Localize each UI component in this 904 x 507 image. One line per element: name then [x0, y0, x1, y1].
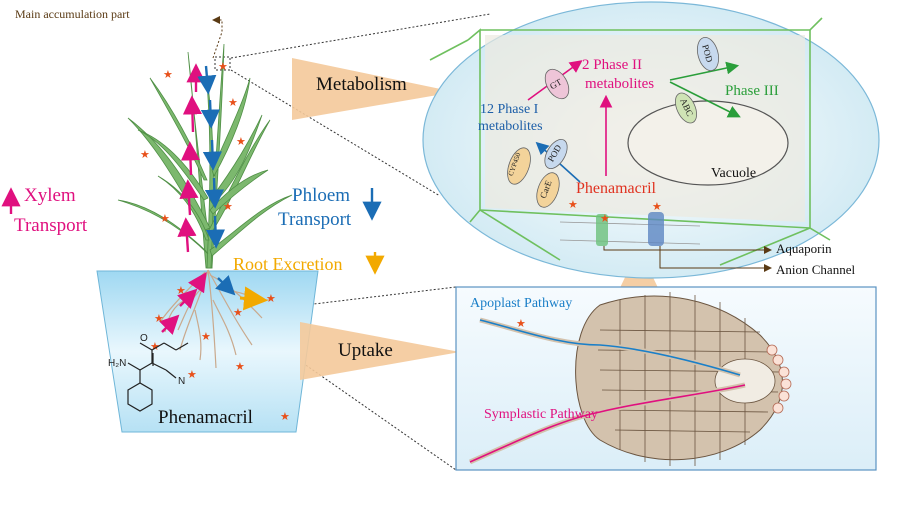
enzyme-abc — [675, 92, 697, 124]
phase3-label: Phase III — [725, 83, 779, 99]
leaf-zoom-box — [214, 56, 231, 71]
vacuole-label: Vacuole — [711, 166, 757, 181]
membrane — [559, 221, 701, 245]
enzyme-ellipses — [507, 36, 720, 208]
phase2-label-line1: 2 Phase II — [582, 57, 642, 73]
svg-text:★: ★ — [150, 340, 160, 353]
svg-text:★: ★ — [568, 198, 578, 211]
aquaporin-leader — [603, 246, 772, 254]
aquaporin-label: Aquaporin — [776, 241, 832, 256]
cell-walls — [429, 17, 831, 266]
anion-channel-label: Anion Channel — [776, 262, 856, 277]
svg-text:★: ★ — [223, 200, 233, 213]
anion-leader — [659, 246, 772, 272]
metabolism-pointer — [292, 58, 455, 120]
svg-text:★: ★ — [233, 306, 243, 319]
svg-text:★: ★ — [201, 330, 211, 343]
phase1-label-line1: 12 Phase I — [480, 102, 539, 117]
root-excretion-arrow — [239, 286, 268, 311]
svg-text:★: ★ — [140, 148, 150, 161]
svg-text:★: ★ — [228, 96, 238, 109]
svg-text:★: ★ — [236, 135, 246, 148]
svg-text:★: ★ — [266, 292, 276, 305]
svg-text:★: ★ — [235, 360, 245, 373]
svg-text:★: ★ — [154, 312, 164, 325]
svg-text:★: ★ — [187, 368, 197, 381]
molecule-amine: H₂N — [108, 358, 126, 369]
vacuole — [627, 100, 789, 186]
svg-text:★: ★ — [280, 410, 290, 423]
membrane-stars: ★ ★ ★ — [568, 198, 662, 225]
phloem-transport-label: Transport — [278, 209, 352, 230]
enzyme-gt — [544, 68, 570, 100]
svg-text:★: ★ — [160, 212, 170, 225]
anion-channel — [648, 212, 664, 246]
phloem-arrows — [197, 65, 236, 296]
svg-text:★: ★ — [218, 60, 228, 73]
apoplast-path — [479, 319, 741, 376]
enzyme-pod-left — [544, 139, 568, 169]
svg-text:★: ★ — [652, 200, 662, 213]
phenamacril-molecule — [127, 342, 189, 412]
symplast-path — [469, 384, 746, 463]
main-accumulation-label: Main accumulation part — [15, 7, 130, 21]
aquaporin-channel — [596, 214, 608, 246]
zoom-connectors — [212, 13, 491, 471]
apoplast-star: ★ — [516, 317, 526, 330]
apoplast-label: Apoplast Pathway — [470, 296, 573, 311]
root-tissue — [575, 292, 792, 466]
enzyme-cyp450 — [507, 147, 531, 185]
enzyme-care — [536, 172, 560, 208]
phase3-arrow-lower — [669, 81, 741, 118]
phase3-arrow-upper — [669, 61, 740, 81]
xylem-arrows — [159, 63, 207, 335]
symplast-label: Symplastic Pathway — [484, 407, 598, 422]
svg-text:★: ★ — [163, 68, 173, 81]
svg-text:★: ★ — [176, 284, 186, 297]
phloem-label: Phloem — [292, 185, 351, 206]
molecule-nitrile-n: N — [178, 376, 185, 387]
uptake-label: Uptake — [338, 340, 393, 361]
uptake-pointer — [300, 322, 460, 380]
root-excretion-label: Root Excretion — [233, 254, 343, 274]
phase1-label-line2: metabolites — [478, 119, 543, 134]
molecule-carbonyl-o: O — [140, 333, 148, 344]
xylem-transport-label: Transport — [14, 215, 88, 236]
metabolism-label: Metabolism — [316, 74, 407, 95]
phenamacril-cell-label: Phenamacril — [576, 180, 656, 197]
enzyme-pod-top — [696, 36, 720, 72]
xylem-label: Xylem — [24, 185, 76, 206]
phenamacril-label: Phenamacril — [158, 407, 253, 428]
svg-text:★: ★ — [600, 212, 610, 225]
phenamacril-stars: ★ ★ ★ ★ ★ ★ ★ ★ ★ ★ ★ ★ ★ ★ ★ ★ — [140, 60, 290, 423]
phase2-label-line2: metabolites — [585, 76, 655, 92]
